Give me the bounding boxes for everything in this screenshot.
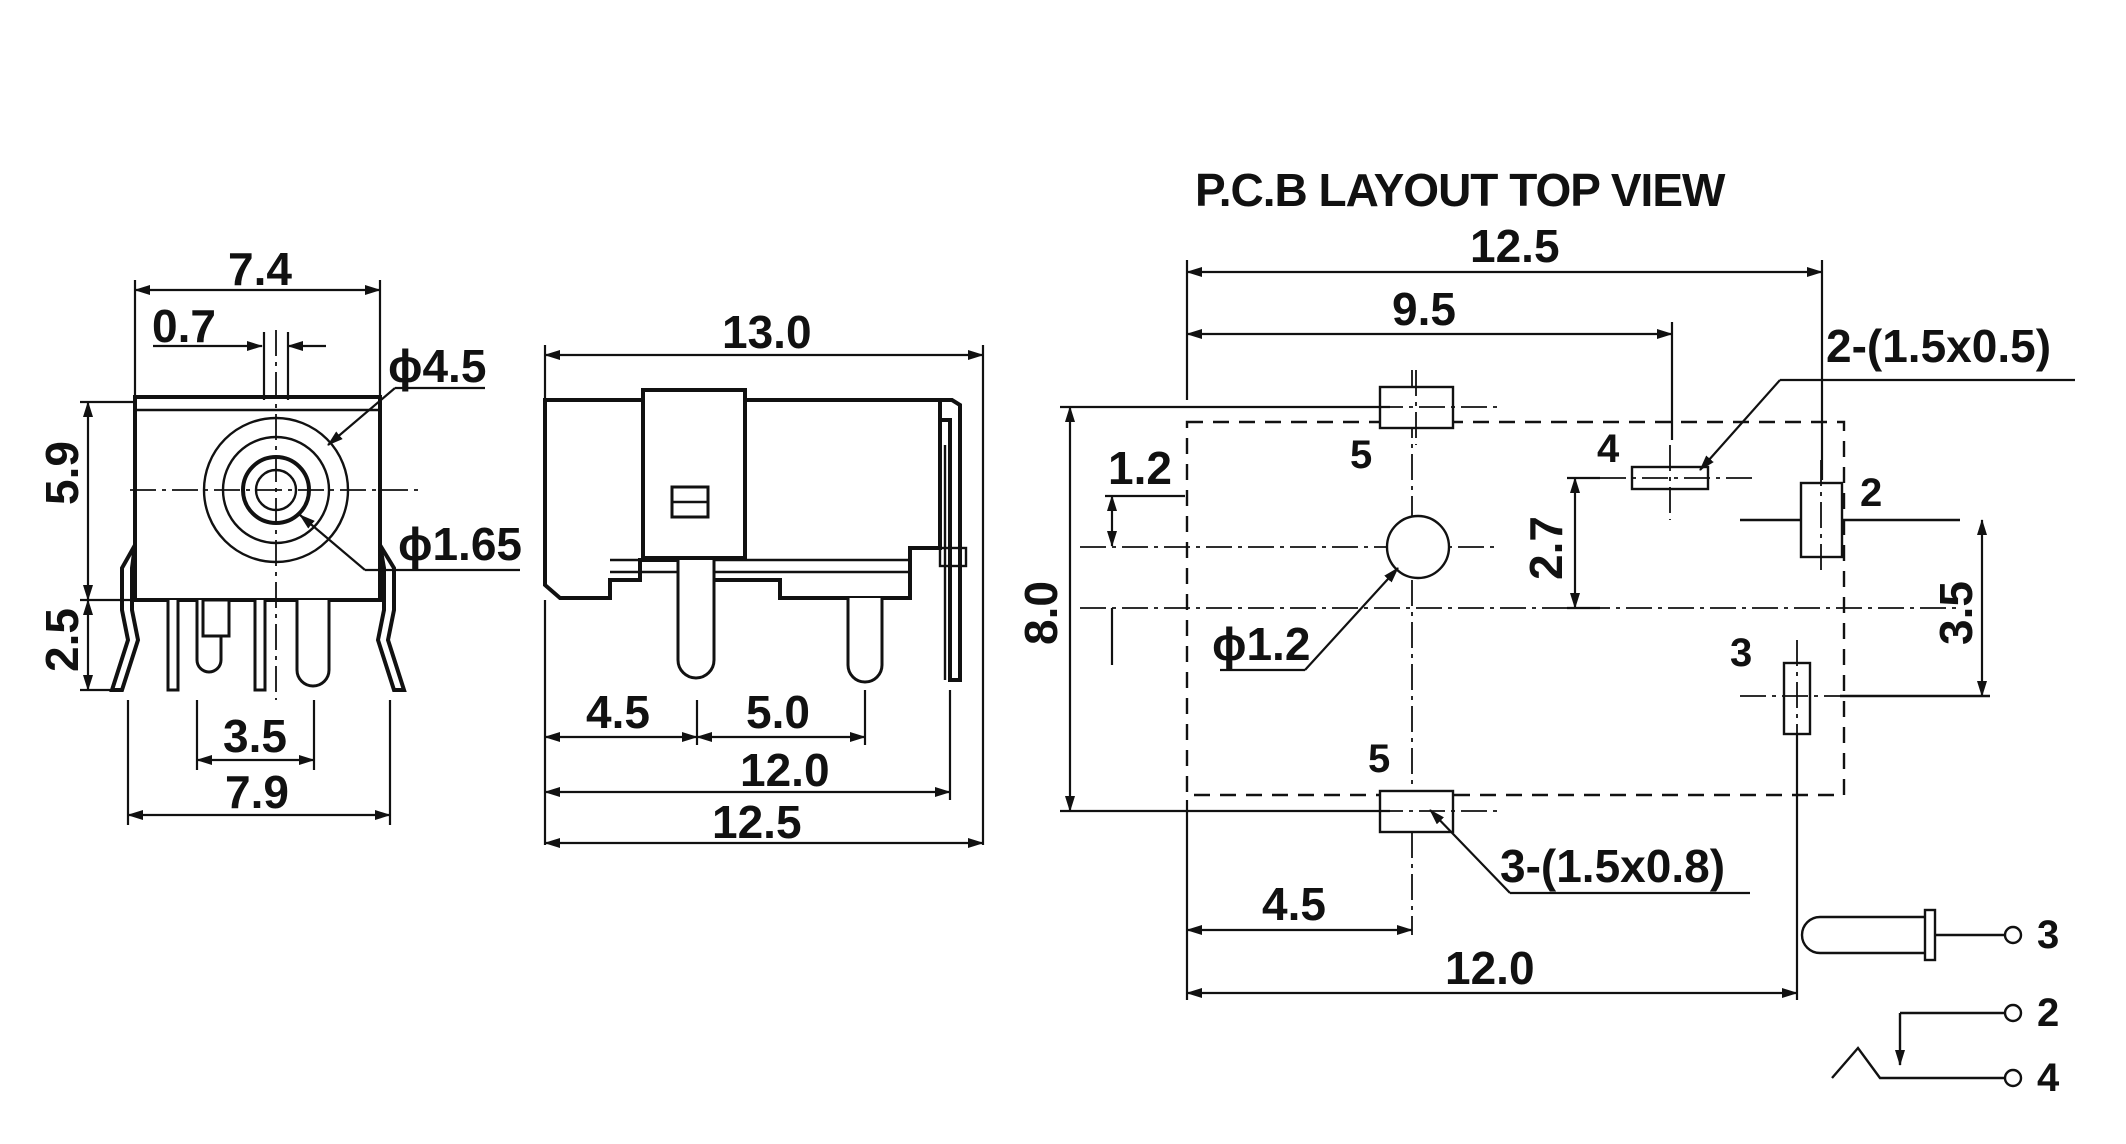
pcb-width-pins-label: 12.0 [1445, 942, 1535, 994]
side-view-outline [543, 388, 968, 684]
front-width-bottom-label: 7.9 [225, 766, 289, 818]
schematic-pin-label-b: 2 [2037, 991, 2059, 1035]
pcb-pads [1335, 370, 1850, 834]
pcb-offset-pin5-label: 4.5 [1262, 878, 1326, 930]
front-view-dimensions [80, 280, 520, 825]
side-view: 13.0 4.5 5.0 12.0 12.5 [543, 306, 985, 848]
front-pin-pitch-label: 3.5 [223, 710, 287, 762]
front-offset-label: 0.7 [152, 300, 216, 352]
side-length-pins-label: 12.0 [740, 744, 830, 796]
pcb-hole [1385, 514, 1451, 580]
pcb-width-pin4-label: 9.5 [1392, 283, 1456, 335]
side-length-total-label: 12.5 [712, 796, 802, 848]
side-view-dimensions [543, 345, 985, 848]
pad-label-2: 2 [1860, 471, 1882, 515]
pcb-height-total-label: 8.0 [1015, 581, 1067, 645]
pcb-offset-hole-label: 1.2 [1108, 442, 1172, 494]
front-view-outline [109, 330, 420, 700]
schematic-pin-label-c: 4 [2037, 1056, 2060, 1100]
front-bore-outer-label: ϕ4.5 [388, 340, 486, 392]
pcb-height-pin3-label: 3.5 [1930, 581, 1982, 645]
schematic-plug-symbol [1800, 915, 1925, 955]
pad-label-5-bottom: 5 [1368, 737, 1390, 781]
front-width-top-label: 7.4 [228, 243, 292, 295]
pad-label-5-top: 5 [1350, 433, 1372, 477]
pcb-slot-spec-small-label: 2-(1.5x0.5) [1826, 320, 2051, 372]
side-pin-pitch-label: 5.0 [746, 686, 810, 738]
jack-schematic: 3 2 4 [1800, 908, 2060, 1100]
front-height-pins-label: 2.5 [36, 608, 88, 672]
drawing-title: P.C.B LAYOUT TOP VIEW [1195, 164, 1726, 216]
front-view: 7.4 0.7 ϕ4.5 ϕ1.65 5.9 2.5 3.5 7.9 [36, 243, 522, 825]
schematic-terminal-b [2003, 1003, 2023, 1023]
pcb-hole-dia-label: ϕ1.2 [1212, 618, 1310, 670]
pad-label-3: 3 [1730, 631, 1752, 675]
schematic-pin-label-a: 3 [2037, 913, 2059, 957]
side-length-top-label: 13.0 [722, 306, 812, 358]
pcb-dimensions [1060, 260, 2075, 1000]
front-height-body-label: 5.9 [36, 441, 88, 505]
schematic-terminal-a [2003, 925, 2023, 945]
pcb-layout: 12.5 9.5 2-(1.5x0.5) 1.2 8.0 2.7 3.5 ϕ1.… [1015, 220, 2075, 1000]
pcb-width-total-label: 12.5 [1470, 220, 1560, 272]
front-bore-inner-label: ϕ1.65 [398, 518, 522, 570]
pcb-height-pin4-label: 2.7 [1520, 516, 1572, 580]
schematic-terminal-c [2003, 1068, 2023, 1088]
pad-label-4: 4 [1597, 427, 1620, 471]
side-pin-offset-label: 4.5 [586, 686, 650, 738]
pcb-slot-spec-large-label: 3-(1.5x0.8) [1500, 840, 1725, 892]
